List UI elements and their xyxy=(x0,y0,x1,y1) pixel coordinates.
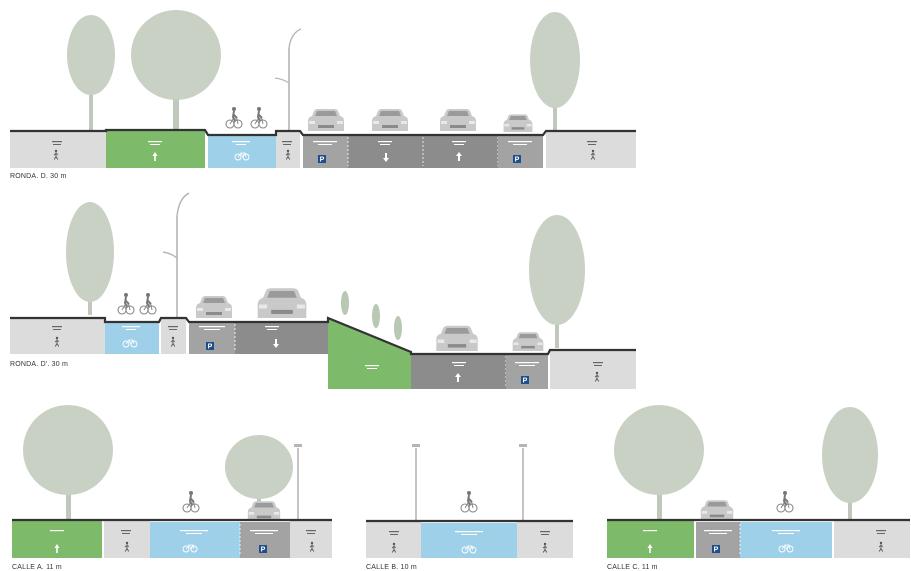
car-icon xyxy=(196,296,232,318)
section-label: RONDA. D. 30 m xyxy=(10,173,66,180)
streetlight-icon xyxy=(162,192,190,319)
section-label: CALLE C. 11 m xyxy=(607,564,658,571)
ground-line xyxy=(10,128,636,137)
car-icon xyxy=(308,109,344,131)
tree-icon xyxy=(529,215,585,348)
tree-icon xyxy=(614,405,704,520)
car-icon xyxy=(700,500,734,520)
cyclist-icon xyxy=(117,292,135,315)
sidewalk-band xyxy=(10,318,105,354)
tree-icon xyxy=(131,10,221,130)
car-icon xyxy=(512,332,544,351)
streetlight-icon xyxy=(274,28,302,134)
streetlight-icon xyxy=(412,444,420,521)
parking-icon xyxy=(259,545,267,554)
bike-lane-band xyxy=(208,135,276,168)
car-icon xyxy=(503,114,533,132)
sidewalk-band xyxy=(104,520,150,558)
tree-icon xyxy=(66,202,114,315)
tree-icon xyxy=(23,405,113,520)
section-label: CALLE B. 10 m xyxy=(366,564,417,571)
section-label: RONDA. D'. 30 m xyxy=(10,361,68,368)
sidewalk-band xyxy=(550,350,636,389)
road-band xyxy=(235,322,328,354)
arrow-up-icon xyxy=(647,544,653,553)
tree-icon xyxy=(822,407,878,520)
plant-icon xyxy=(341,291,402,340)
parking-band xyxy=(498,135,543,168)
section-label: CALLE A. 11 m xyxy=(12,564,62,571)
streetlight-icon xyxy=(519,444,527,521)
green-slope-band xyxy=(328,318,411,389)
tree-icon xyxy=(530,12,580,130)
sidewalk-band xyxy=(517,521,573,558)
cyclist-icon xyxy=(250,106,268,129)
section-ronda-d2: RONDA. D'. 30 m xyxy=(10,192,636,389)
median-band xyxy=(276,131,300,168)
parking-icon xyxy=(513,155,521,164)
bike-lane-band xyxy=(740,522,832,558)
streetlight-icon xyxy=(294,444,302,520)
median-band xyxy=(161,318,186,354)
sidewalk-band xyxy=(366,521,421,558)
cyclist-icon xyxy=(225,106,243,129)
car-icon xyxy=(436,325,478,351)
car-icon xyxy=(257,288,307,318)
sidewalk-band xyxy=(834,520,910,558)
parking-icon xyxy=(206,342,214,351)
parking-icon xyxy=(712,545,720,554)
car-icon xyxy=(440,109,476,131)
arrow-up-icon xyxy=(152,152,158,161)
parking-band xyxy=(303,135,348,168)
parking-icon xyxy=(521,376,529,385)
section-ronda-d: RONDA. D. 30 m xyxy=(10,10,636,180)
green-strip-band xyxy=(106,131,205,168)
car-icon xyxy=(372,109,408,131)
sidewalk-band xyxy=(546,131,636,168)
cyclist-icon xyxy=(139,292,157,315)
car-icon xyxy=(247,501,281,521)
bike-lane-band xyxy=(150,522,240,558)
parking-icon xyxy=(318,155,326,164)
cyclist-icon xyxy=(182,490,200,513)
bike-lane-band xyxy=(421,523,517,558)
cyclist-icon xyxy=(776,490,794,513)
arrow-up-icon xyxy=(54,544,60,553)
section-calle-b: CALLE B. 10 m xyxy=(366,444,573,571)
section-calle-c: CALLE C. 11 m xyxy=(607,405,910,571)
tree-icon xyxy=(67,15,115,130)
cyclist-icon xyxy=(460,490,478,513)
road-band xyxy=(348,135,498,168)
section-calle-a: CALLE A. 11 m xyxy=(12,405,332,571)
road-band xyxy=(411,354,506,389)
sidewalk-band xyxy=(290,520,332,558)
bike-lane-band xyxy=(105,322,159,354)
sidewalk-band xyxy=(10,131,106,168)
ground-line xyxy=(10,316,636,356)
tree-icon xyxy=(225,435,293,520)
